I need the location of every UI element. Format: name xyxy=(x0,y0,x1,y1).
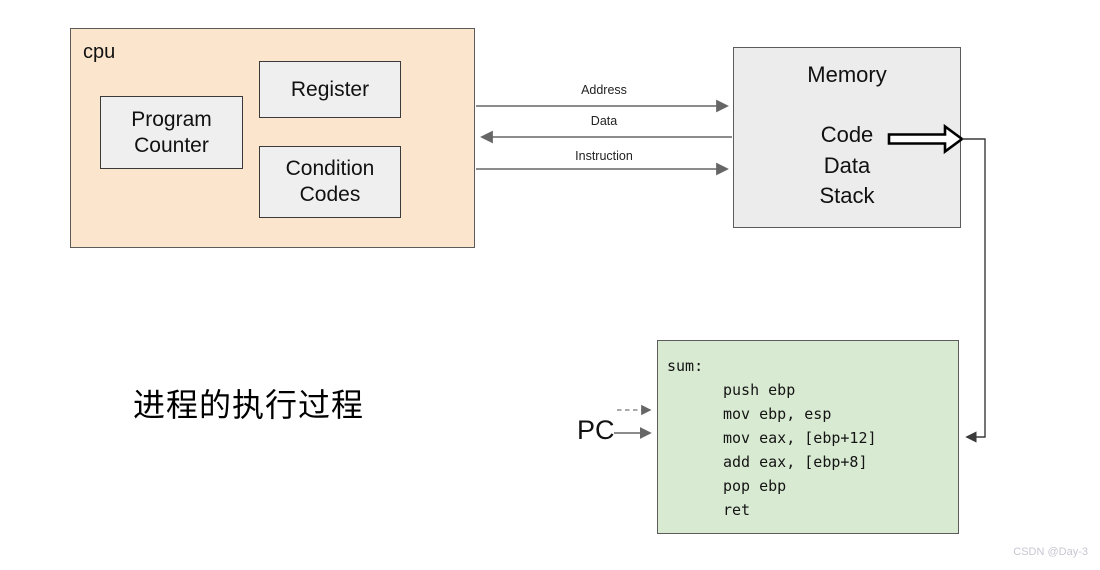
memory-title: Memory xyxy=(807,62,887,87)
code-function-label: sum: xyxy=(667,357,704,375)
memory-box: Memory Code Data Stack xyxy=(733,47,961,228)
code-line: mov ebp, esp xyxy=(723,405,832,423)
register-box: Register xyxy=(259,61,401,118)
watermark: CSDN @Day-3 xyxy=(1013,546,1088,558)
code-to-sum-connector xyxy=(962,138,986,443)
code-line: ret xyxy=(723,501,751,519)
cpu-box: cpu Program Counter Register Condition C… xyxy=(70,28,475,248)
memory-section-stack: Stack xyxy=(819,183,875,208)
instruction-bus-label: Instruction xyxy=(575,149,633,163)
address-bus-label: Address xyxy=(581,83,627,97)
cpu-label: cpu xyxy=(83,41,116,63)
code-line: pop ebp xyxy=(723,477,787,495)
assembly-code-box: sum: push ebp mov ebp, esp mov eax, [ebp… xyxy=(657,340,959,534)
condition-codes-box: Condition Codes xyxy=(259,146,401,218)
code-line: push ebp xyxy=(723,381,796,399)
code-line: add eax, [ebp+8] xyxy=(723,453,868,471)
data-bus-label: Data xyxy=(590,114,618,128)
code-line: mov eax, [ebp+12] xyxy=(723,429,877,447)
memory-section-data: Data xyxy=(823,153,871,178)
pc-pointer-label: PC xyxy=(577,415,615,445)
memory-section-code: Code xyxy=(820,122,874,147)
page-title: 进程的执行过程 xyxy=(133,387,365,423)
program-counter-box: Program Counter xyxy=(100,96,243,169)
